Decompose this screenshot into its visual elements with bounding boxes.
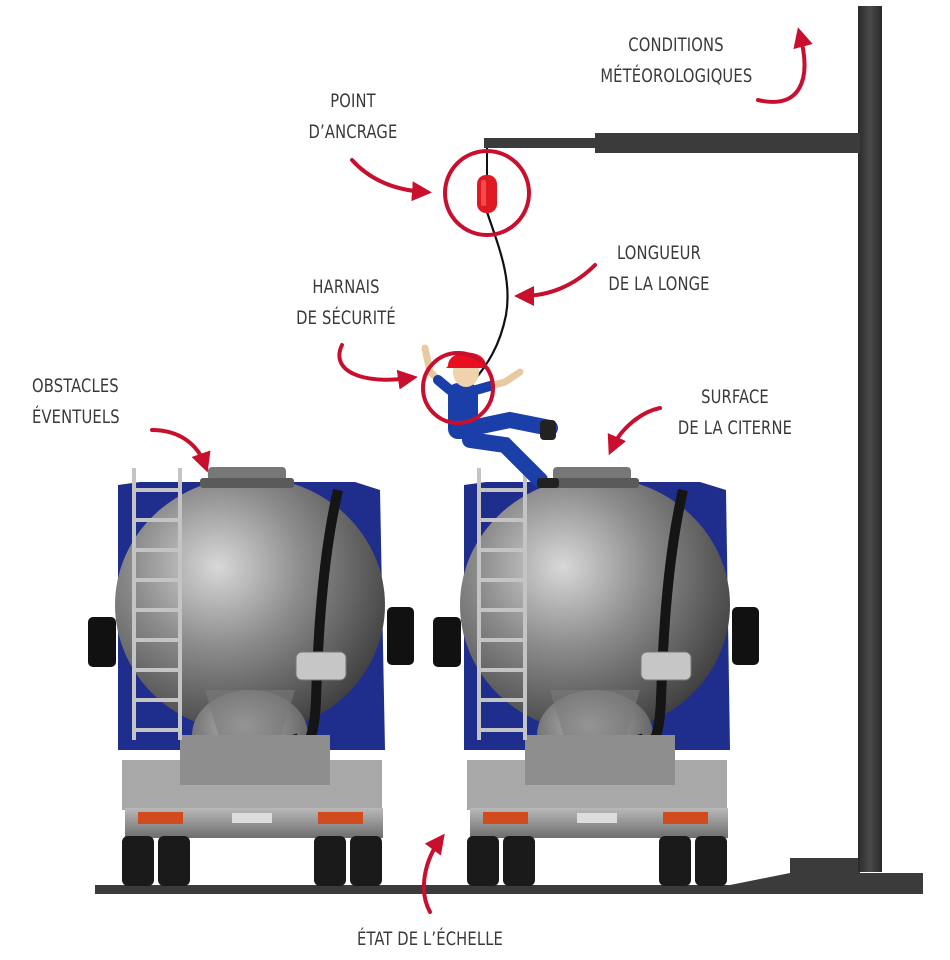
lanyard-length-label: LONGUEUR DE LA LONGE <box>605 238 713 300</box>
safety-harness-label: HARNAIS DE SÉCURITÉ <box>290 272 402 334</box>
safety-harness-label-line1: HARNAIS <box>290 272 402 303</box>
possible-obstacles-label: OBSTACLES ÉVENTUELS <box>32 371 135 433</box>
tanker-truck-left <box>88 467 414 886</box>
anchor-point-label-line1: POINT <box>301 86 404 117</box>
safety-harness-label-line2: DE SÉCURITÉ <box>290 303 402 334</box>
possible-obstacles-label-line1: OBSTACLES <box>32 371 135 402</box>
ladder-condition-label: ÉTAT DE L’ÉCHELLE <box>353 924 508 955</box>
tank-surface-label-line2: DE LA CITERNE <box>672 413 798 444</box>
tank-surface-label-line1: SURFACE <box>672 382 798 413</box>
harness-arrow <box>339 345 410 380</box>
tanker-truck-right <box>433 467 759 886</box>
anchor-arrow <box>352 160 424 192</box>
tank-surface-label: SURFACE DE LA CITERNE <box>672 382 798 444</box>
anchor-point-label: POINT D’ANCRAGE <box>301 86 404 148</box>
lanyard-arrow <box>522 265 595 296</box>
ladder-arrow <box>424 840 440 912</box>
ladder-condition-label-text: ÉTAT DE L’ÉCHELLE <box>353 924 508 955</box>
weather-arrow <box>758 35 804 102</box>
possible-obstacles-label-line2: ÉVENTUELS <box>32 402 135 433</box>
surface-arrow <box>612 408 660 448</box>
weather-conditions-label: CONDITIONS MÉTÉOROLOGIQUES <box>600 30 751 92</box>
anchor-device <box>477 175 497 213</box>
weather-conditions-label-line2: MÉTÉOROLOGIQUES <box>600 61 751 92</box>
anchor-point-label-line2: D’ANCRAGE <box>301 117 404 148</box>
weather-conditions-label-line1: CONDITIONS <box>600 30 751 61</box>
lanyard-length-label-line2: DE LA LONGE <box>605 269 713 300</box>
obstacles-arrow <box>152 430 205 465</box>
lanyard-length-label-line1: LONGUEUR <box>605 238 713 269</box>
falling-worker <box>425 348 559 488</box>
